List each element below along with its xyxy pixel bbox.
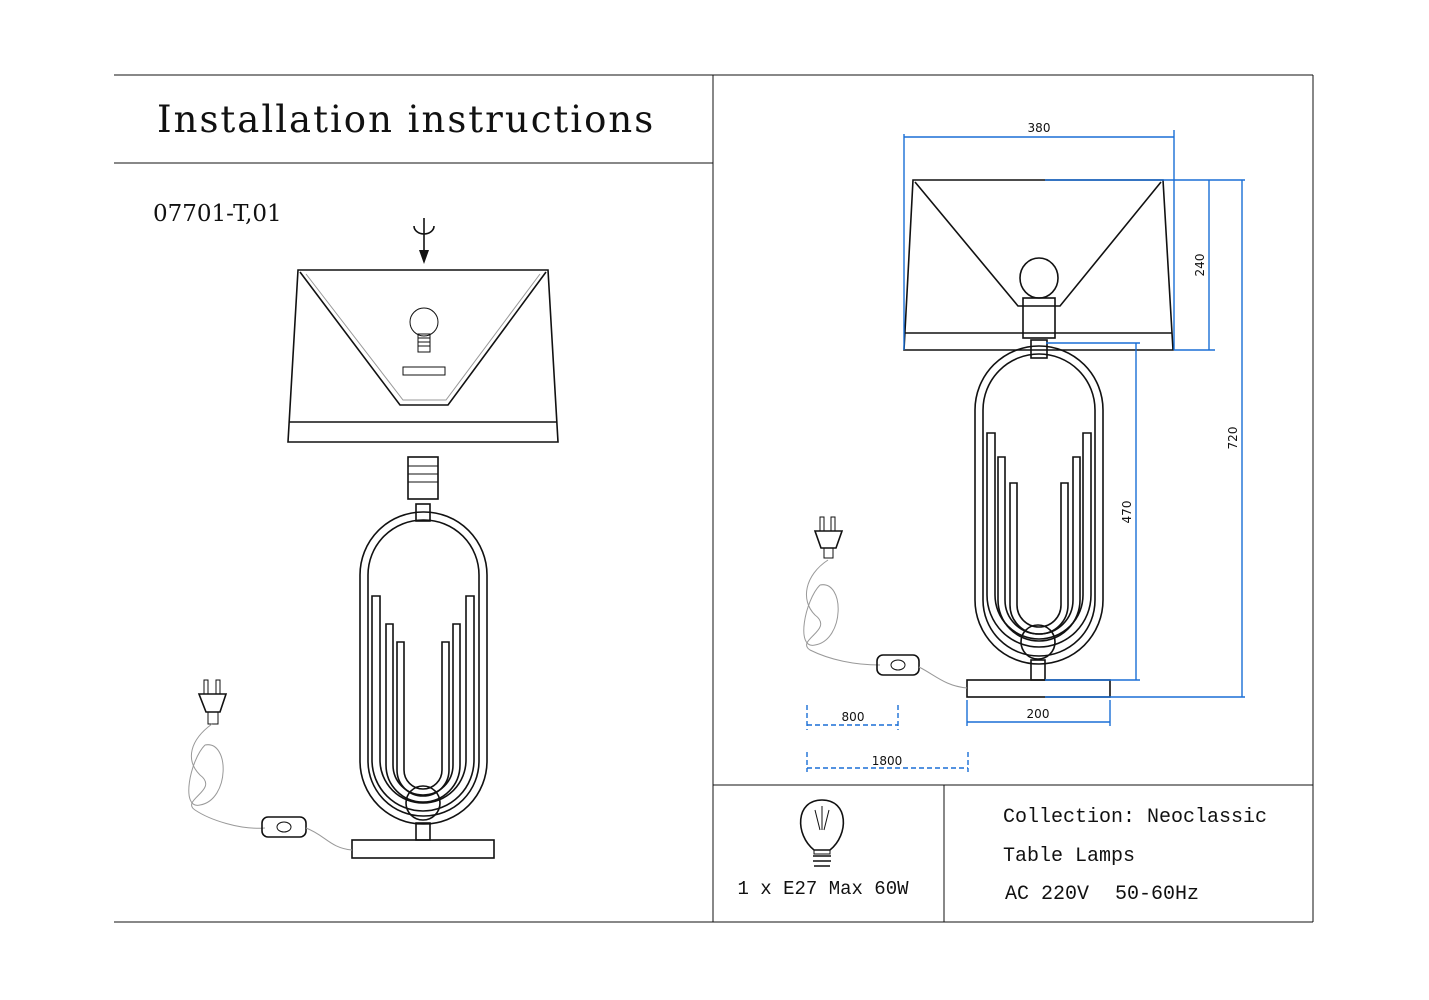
bulb-icon	[799, 799, 845, 867]
lamp-shade-side	[903, 179, 1174, 359]
collection-label: Collection: Neoclassic	[1003, 806, 1267, 829]
frequency: 50-60Hz	[1115, 883, 1199, 906]
power-cord-side	[803, 516, 968, 689]
assembly-drawing	[188, 218, 559, 859]
product-info-box: Collection: Neoclassic Table Lamps AC 22…	[1003, 806, 1267, 906]
dim-cord-length: 1800	[872, 754, 903, 768]
dim-shade-height: 240	[1193, 254, 1207, 277]
dim-shade-width: 380	[1028, 121, 1051, 135]
lamp-body-side	[966, 345, 1111, 698]
rotate-icon	[413, 218, 435, 264]
power-cord	[188, 679, 353, 851]
dim-total-height: 720	[1226, 427, 1240, 450]
product-type: Table Lamps	[1003, 845, 1135, 868]
dim-body-height: 470	[1120, 501, 1134, 524]
dimension-lines	[806, 130, 1245, 772]
model-code: 07701-T,01	[153, 201, 282, 227]
lamp-shade	[287, 269, 559, 443]
bulb-spec: 1 x E27 Max 60W	[737, 878, 909, 900]
dimension-drawing: 380 240 720 470 200 800 1800	[803, 121, 1245, 772]
bulb-spec-box: 1 x E27 Max 60W	[737, 799, 909, 900]
voltage: AC 220V	[1005, 883, 1089, 906]
frame	[114, 74, 1314, 923]
bulb-icon	[409, 307, 439, 353]
dim-switch-distance: 800	[842, 710, 865, 724]
lamp-body	[351, 511, 495, 859]
page-title: Installation instructions	[157, 98, 655, 141]
dim-base-width: 200	[1027, 707, 1050, 721]
